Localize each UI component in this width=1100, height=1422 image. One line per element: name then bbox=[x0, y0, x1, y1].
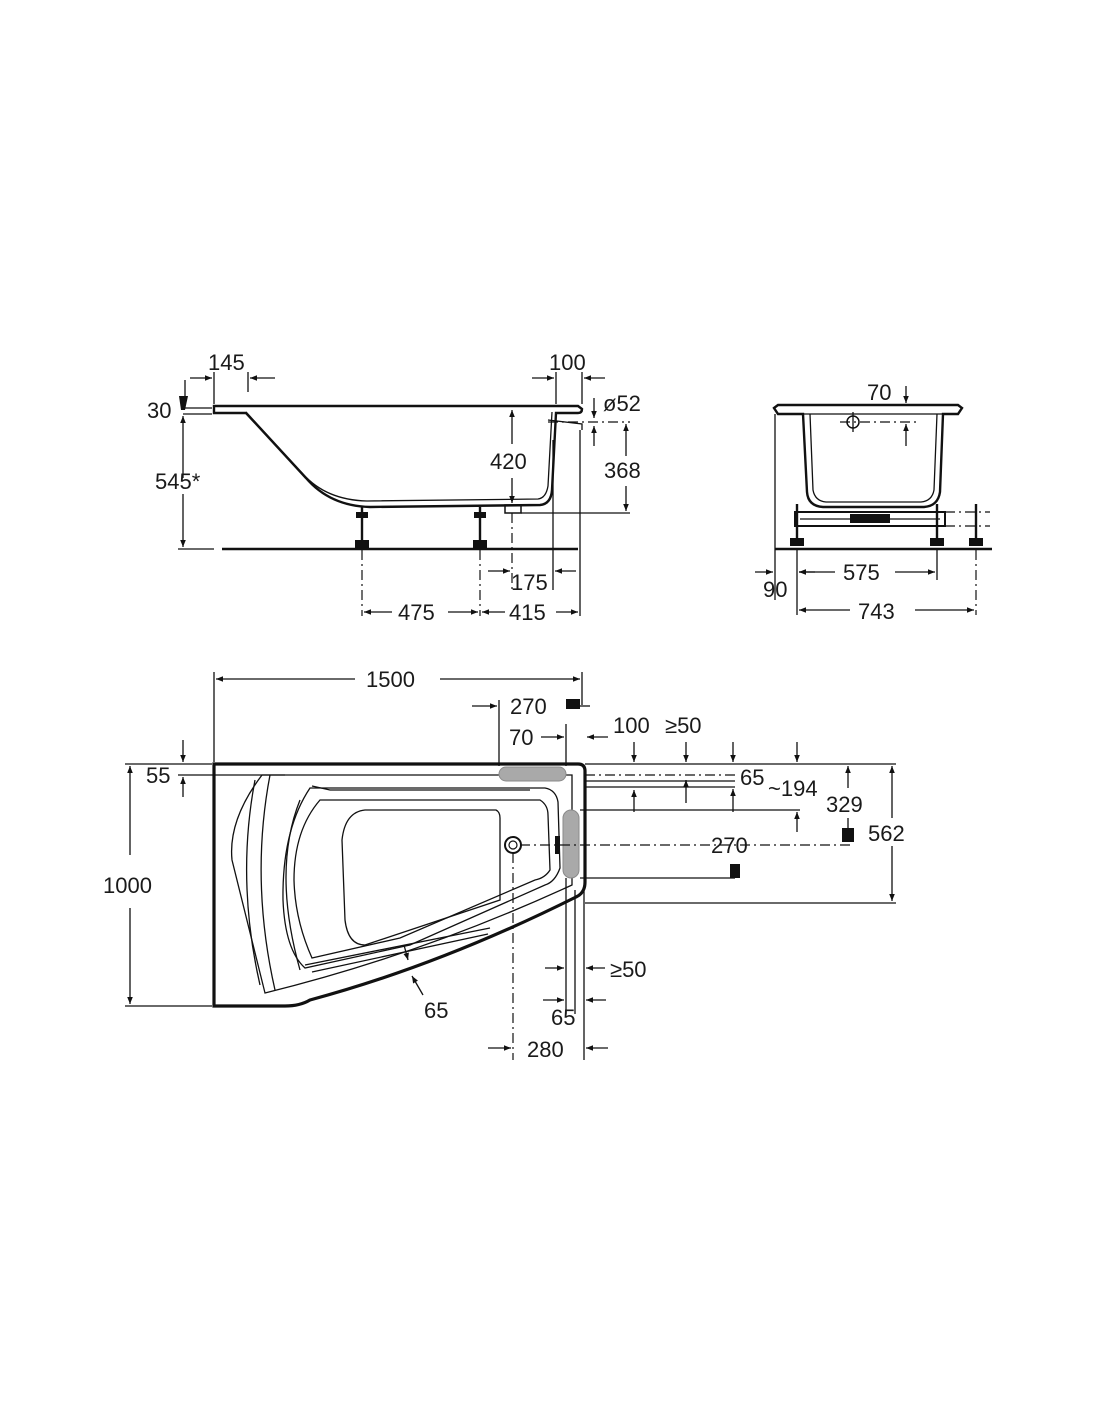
dim-55: 55 bbox=[146, 763, 170, 788]
side-foot-right bbox=[473, 507, 487, 549]
dim-70-end: 70 bbox=[867, 380, 891, 405]
dim-145: 145 bbox=[208, 350, 245, 375]
end-foot-right bbox=[969, 504, 983, 546]
dim-65-right: 65 bbox=[740, 765, 764, 790]
side-foot-left bbox=[355, 507, 369, 549]
dim-100-side: 100 bbox=[549, 350, 586, 375]
dim-415: 415 bbox=[509, 600, 546, 625]
dim-575: 575 bbox=[843, 560, 880, 585]
plan-basin bbox=[341, 809, 501, 946]
dim-waste-diameter: ø52 bbox=[603, 391, 641, 416]
dim-545: 545* bbox=[155, 469, 201, 494]
end-base-frame bbox=[794, 511, 946, 527]
side-tub-inner bbox=[245, 411, 553, 502]
dim-90: 90 bbox=[763, 577, 787, 602]
end-view: 70 90 575 743 bbox=[755, 380, 992, 624]
dim-65-front: 65 bbox=[424, 998, 448, 1023]
plan-drain bbox=[504, 836, 522, 854]
end-foot-middle bbox=[930, 504, 944, 546]
dim-1500: 1500 bbox=[366, 667, 415, 692]
plan-panel-top bbox=[498, 766, 567, 782]
dim-100-plan: 100 bbox=[613, 713, 650, 738]
end-foot-left bbox=[790, 504, 804, 546]
side-overflow bbox=[547, 419, 583, 430]
side-view: 145 100 30 545* 420 ø52 368 bbox=[147, 350, 641, 625]
side-waste-fitting bbox=[504, 504, 522, 514]
dim-420: 420 bbox=[490, 449, 527, 474]
dim-clearance-side: ≥50 bbox=[610, 957, 647, 982]
dim-70-plan: 70 bbox=[509, 725, 533, 750]
plan-view: 1500 270 70 100 ≥50 65 ~194 bbox=[103, 667, 905, 1062]
plan-outer-outline bbox=[212, 762, 587, 1008]
plan-panel-side bbox=[562, 809, 580, 879]
dim-175: 175 bbox=[511, 570, 548, 595]
plan-handle bbox=[304, 927, 491, 966]
dim-30: 30 bbox=[147, 398, 171, 423]
dim-clearance-top: ≥50 bbox=[665, 713, 702, 738]
dim-1000: 1000 bbox=[103, 873, 152, 898]
dim-270-top: 270 bbox=[510, 694, 547, 719]
dim-368: 368 bbox=[604, 458, 641, 483]
dim-65-side: 65 bbox=[551, 1005, 575, 1030]
dim-329: 329 bbox=[826, 792, 863, 817]
dim-194: ~194 bbox=[768, 776, 818, 801]
dim-280: 280 bbox=[527, 1037, 564, 1062]
dim-270-side: 270 bbox=[711, 833, 748, 858]
dim-743: 743 bbox=[858, 599, 895, 624]
plan-rim-contour bbox=[230, 774, 573, 994]
dim-562: 562 bbox=[868, 821, 905, 846]
dim-475: 475 bbox=[398, 600, 435, 625]
side-tub-outline bbox=[212, 404, 584, 509]
